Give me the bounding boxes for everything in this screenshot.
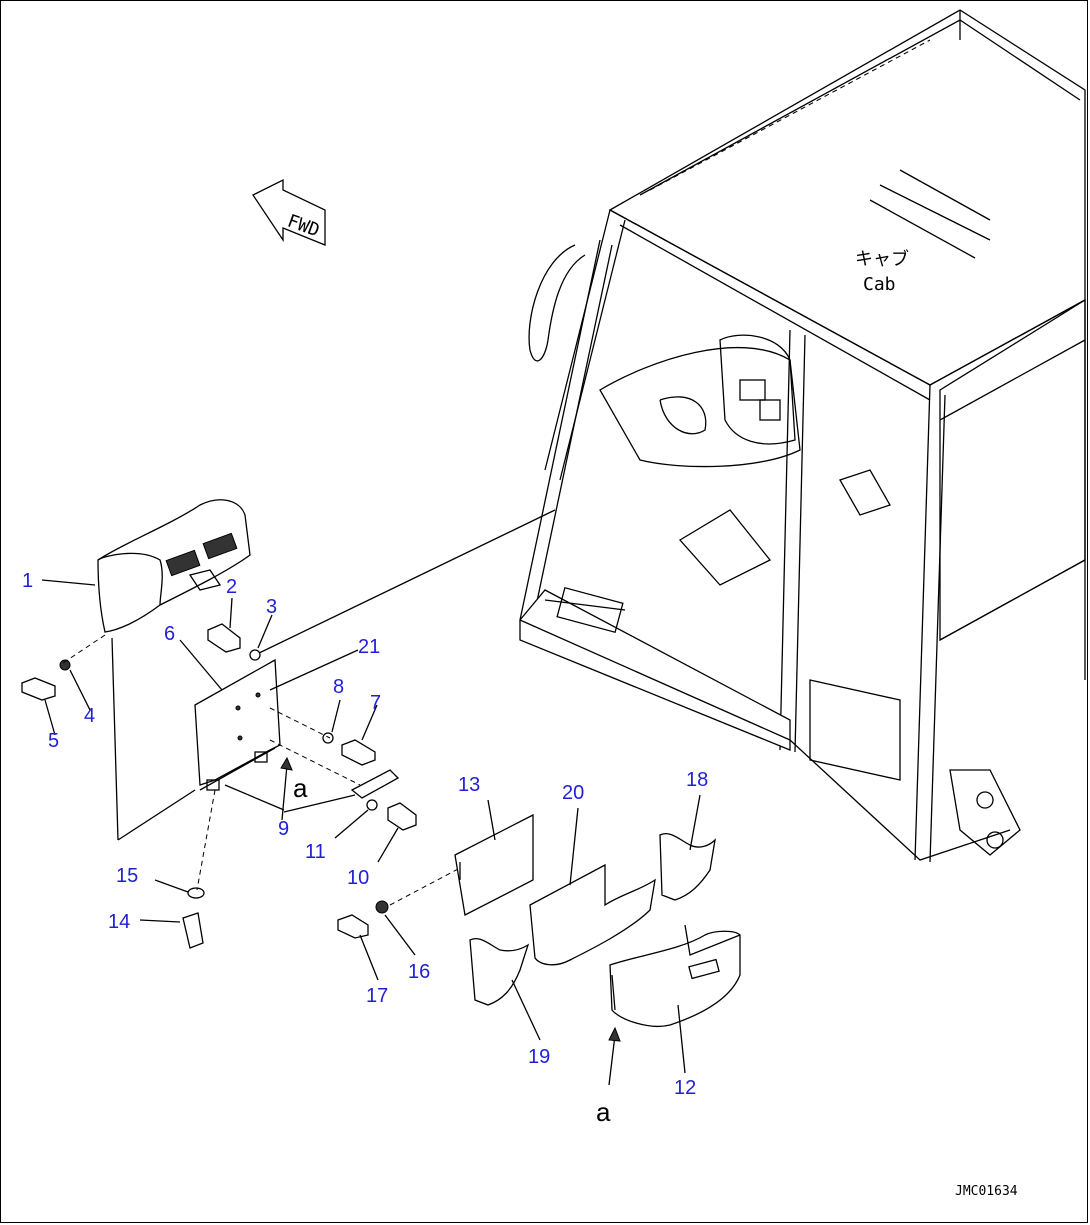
callout-21: 21	[358, 636, 380, 658]
cab-label-en: Cab	[863, 274, 896, 295]
part-6-bracket	[194, 658, 281, 791]
part-18-cover	[659, 833, 716, 901]
leader-dashed-2	[59, 634, 106, 666]
assembly-leader	[254, 509, 556, 656]
callout-2: 2	[226, 576, 237, 598]
part-5-bolt	[21, 677, 56, 701]
callout-15: 15	[116, 865, 138, 887]
leader-1-down	[111, 637, 119, 841]
callout-14: 14	[108, 911, 130, 933]
leader-dashed-4	[269, 739, 361, 786]
part-12-cover	[609, 924, 741, 1027]
fwd-arrow: FWD	[252, 178, 326, 246]
view-marker-a-2: a	[596, 1097, 611, 1127]
callout-9: 9	[278, 818, 289, 840]
callout-17: 17	[366, 985, 388, 1007]
callout-4: 4	[84, 705, 95, 727]
callout-5: 5	[48, 730, 59, 752]
cab-label-jp: キャブ	[855, 248, 909, 270]
part-17-bolt	[337, 914, 369, 939]
part-1-aircon-unit	[97, 499, 251, 633]
part-15-washer	[187, 887, 205, 899]
callout-16: 16	[408, 961, 430, 983]
callout-12: 12	[674, 1077, 696, 1099]
part-8-washer	[322, 732, 334, 744]
callout-8: 8	[333, 676, 344, 698]
callout-6: 6	[164, 623, 175, 645]
callout-13: 13	[458, 774, 480, 796]
leader-dashed-3	[269, 707, 331, 739]
callout-1: 1	[22, 570, 33, 592]
callout-numbers: 1 2 3 4 5 6 7 8 9 10 11 12 13 14 15 16 1…	[22, 570, 708, 1099]
callout-18: 18	[686, 769, 708, 791]
part-9-clip	[350, 769, 400, 799]
part-7-bolt	[341, 739, 376, 766]
view-marker-a-1: a	[293, 773, 308, 803]
part-2-bolt	[207, 623, 241, 653]
part-19-cover	[469, 938, 530, 1006]
cab-frame	[519, 9, 1086, 863]
part-3-washer	[249, 649, 261, 661]
part-10-bolt	[387, 802, 417, 831]
leader-dashed-1	[196, 789, 216, 891]
part-14-bolt	[182, 912, 204, 949]
callout-19: 19	[528, 1046, 550, 1068]
leader-dashed-5	[389, 867, 461, 906]
drawing-id: JMC01634	[955, 1184, 1018, 1199]
view-a-arrow-2	[608, 1034, 616, 1086]
view-a-arrow-1	[281, 764, 288, 821]
view-a-arrowhead-1	[280, 756, 293, 771]
view-a-arrowhead-2	[608, 1026, 621, 1042]
callout-10: 10	[347, 867, 369, 889]
part-13-panel	[454, 813, 534, 916]
callout-11: 11	[305, 841, 326, 863]
part-20-cover	[529, 863, 656, 966]
part-16-nut	[375, 900, 389, 914]
leader-1-diag	[117, 789, 196, 841]
callout-leaders	[41, 579, 701, 1074]
callout-7: 7	[370, 692, 381, 714]
callout-3: 3	[266, 596, 277, 618]
callout-20: 20	[562, 782, 584, 804]
part-11-washer	[366, 799, 378, 811]
